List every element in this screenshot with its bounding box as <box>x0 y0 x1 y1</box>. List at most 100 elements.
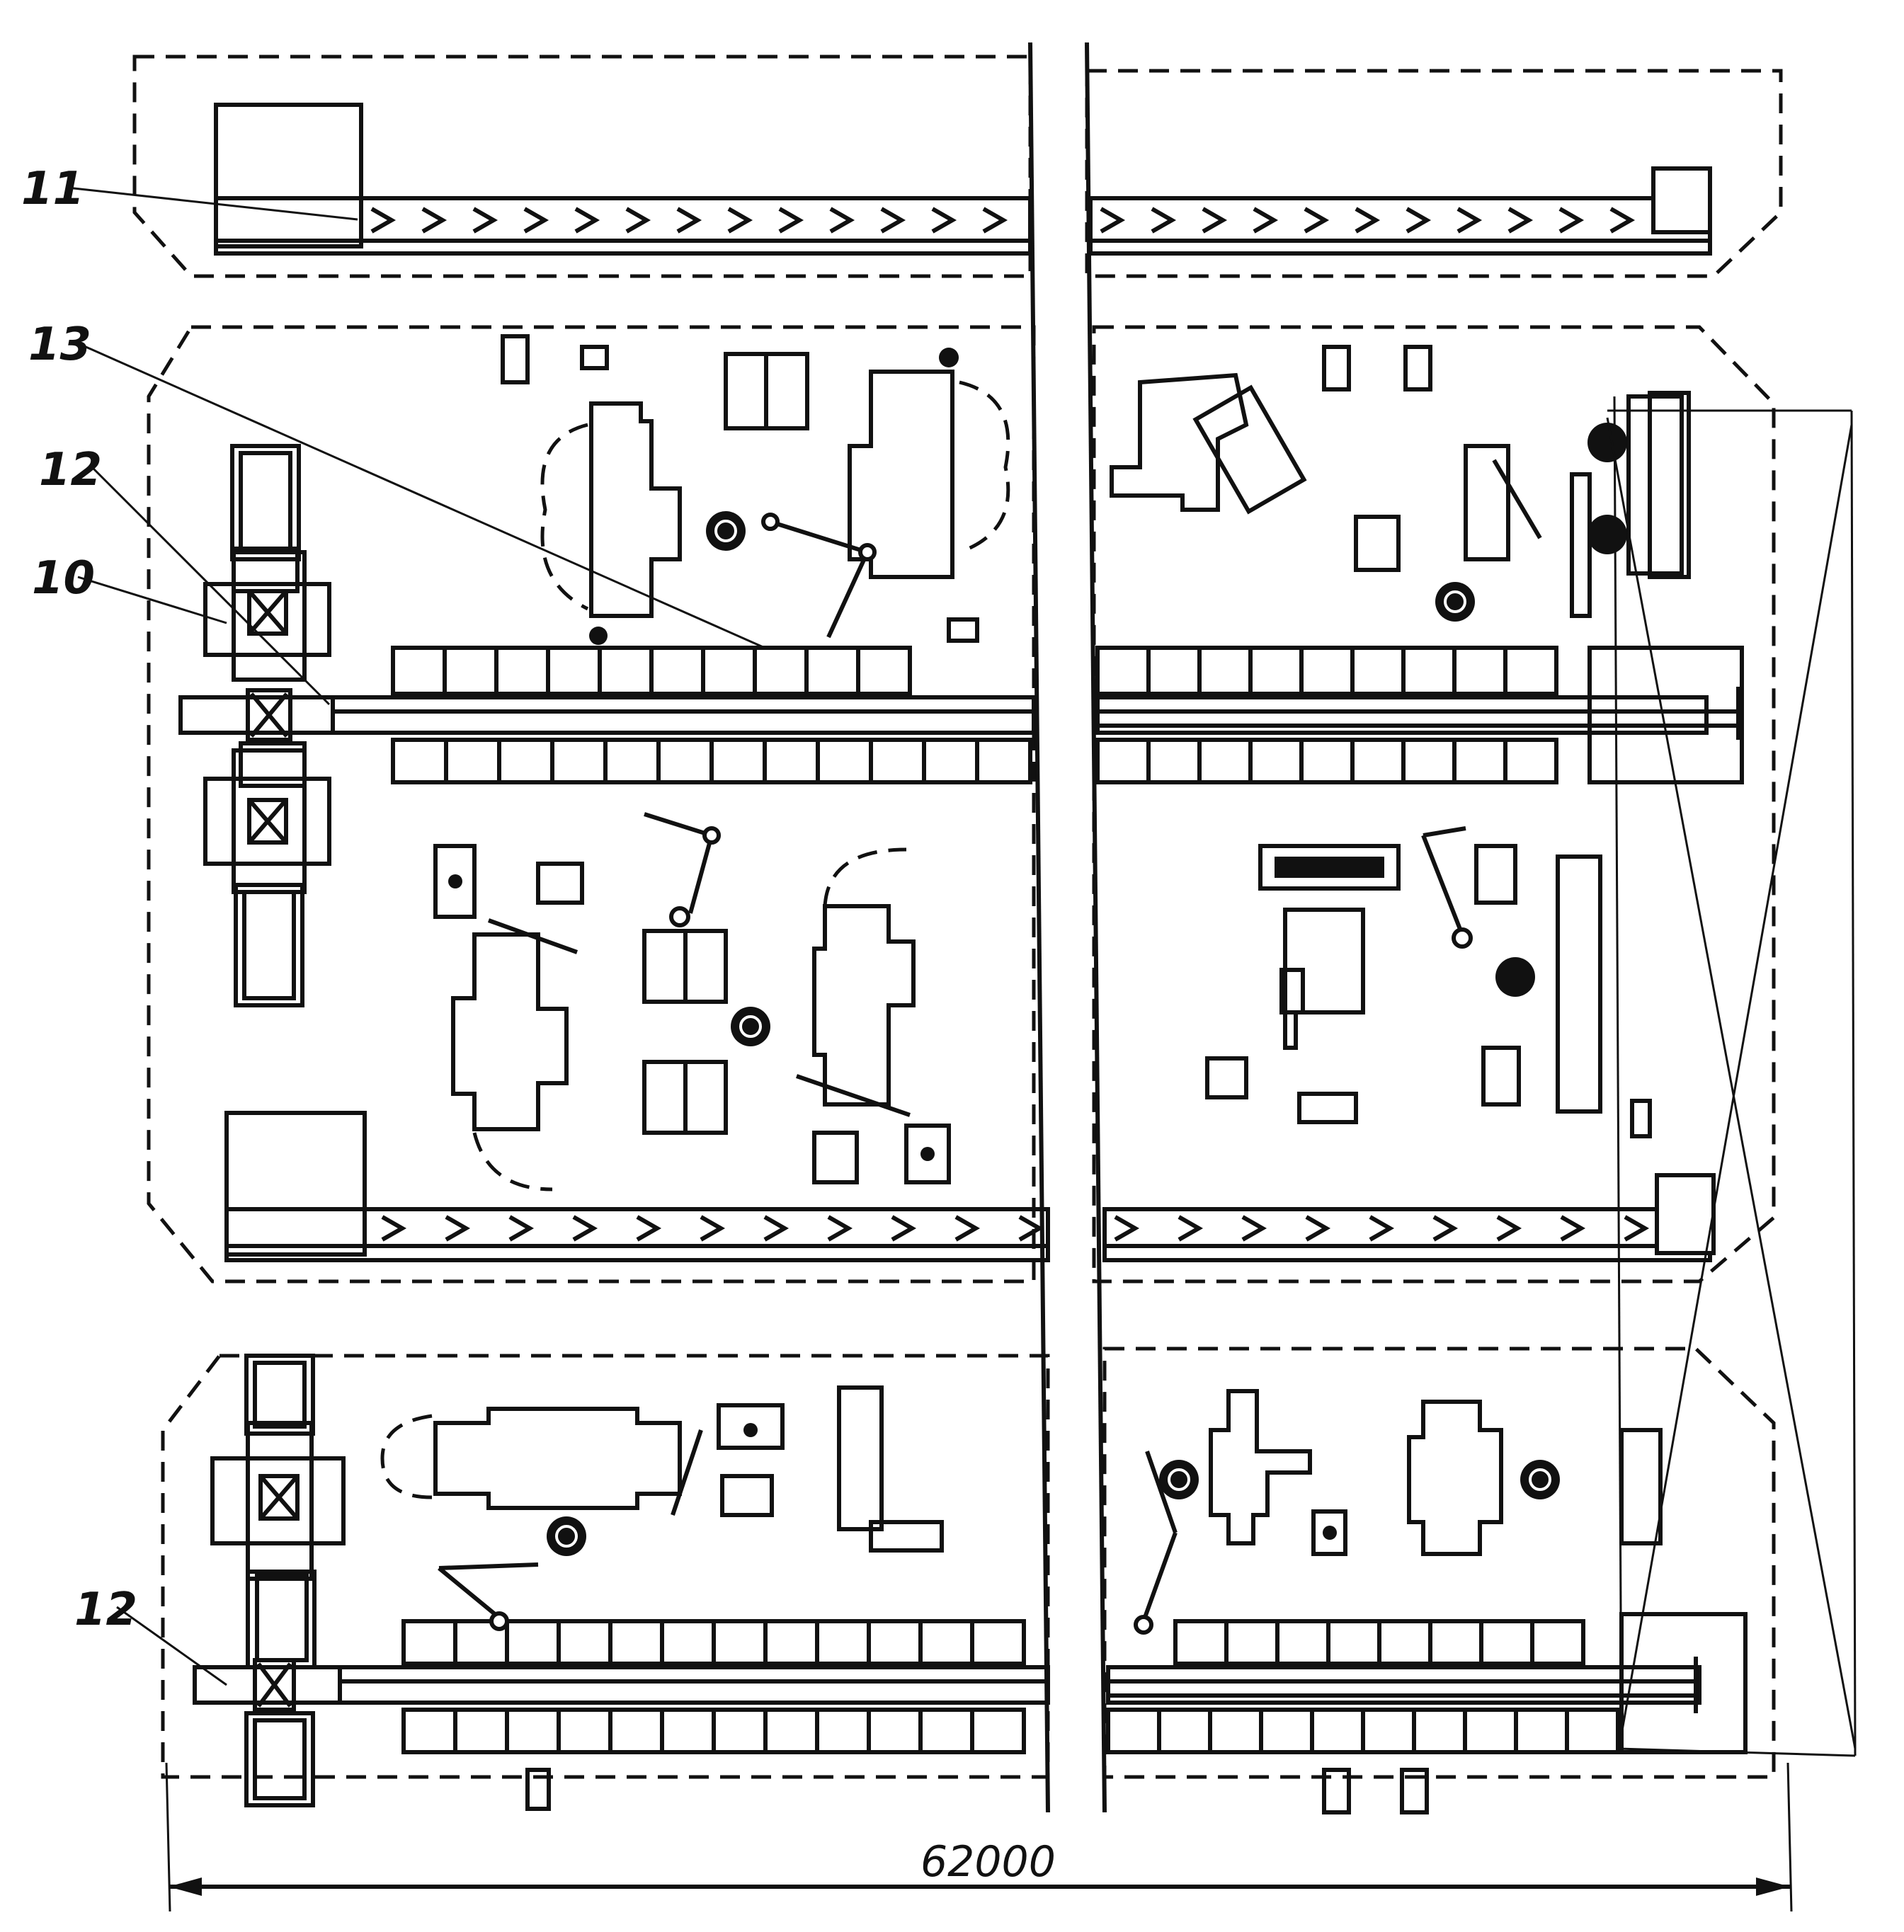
conveyor-chevron <box>954 1215 981 1242</box>
conveyor-chevron <box>931 207 957 234</box>
rack-cell <box>763 738 820 784</box>
rack-cell <box>709 738 767 784</box>
machines-bottom-right <box>1134 1389 1663 1814</box>
rack-cell <box>1503 646 1558 696</box>
rack-cell <box>1350 646 1406 696</box>
rack-cell <box>1361 1708 1416 1754</box>
conveyor-chevron <box>1560 1215 1586 1242</box>
column-lines <box>1028 42 1623 1813</box>
conveyor-chevron <box>778 207 804 234</box>
rack-cell <box>608 1708 664 1754</box>
rack-cell <box>918 1619 974 1666</box>
conveyor-chevron <box>1355 207 1381 234</box>
transfer-cart-upper <box>178 444 335 1007</box>
rack-cell <box>804 646 860 696</box>
rack-cell <box>1208 1708 1263 1754</box>
label-10: 10 <box>32 552 95 605</box>
rack-cell <box>1326 1619 1381 1666</box>
rack-cell <box>922 738 979 784</box>
rack-cell <box>1224 1619 1279 1666</box>
conveyor-chevron <box>827 1215 853 1242</box>
rack-cell <box>649 646 705 696</box>
zone-mid-right <box>1092 325 1776 1284</box>
rack-cell <box>1350 738 1406 784</box>
rack-cell <box>1401 738 1456 784</box>
conveyor-chevron <box>1151 207 1177 234</box>
rack-cell <box>557 1708 612 1754</box>
conveyor-chevron <box>572 1215 598 1242</box>
rack-cell <box>1248 646 1304 696</box>
machines-bottom-left <box>380 1385 944 1811</box>
conveyor-chevron <box>727 207 753 234</box>
rack-cell <box>598 646 654 696</box>
label-12-lower: 12 <box>74 1584 137 1636</box>
rack-cell <box>1173 1619 1229 1666</box>
conveyor-chevron <box>763 1215 789 1242</box>
storage-racks-mid <box>331 646 1744 784</box>
rack-cell <box>1275 1619 1330 1666</box>
conveyor-chevron <box>625 207 651 234</box>
rack-cell <box>497 738 554 784</box>
rack-cell <box>701 646 757 696</box>
rack-cell <box>1452 738 1507 784</box>
zone-bottom-left <box>161 1354 1050 1779</box>
conveyor-top-left <box>214 103 1032 256</box>
rack-cell <box>815 1708 871 1754</box>
rack-cell <box>856 646 912 696</box>
rack-cell <box>444 738 501 784</box>
rack-cell <box>815 1619 871 1666</box>
rack-cell <box>505 1619 561 1666</box>
conveyor-chevron <box>636 1215 662 1242</box>
conveyor-chevron <box>1558 207 1585 234</box>
dimension-width: 62000 <box>920 1837 1056 1887</box>
conveyor-chevron <box>1305 1215 1331 1242</box>
conveyor-chevron <box>1432 1215 1459 1242</box>
rack-cell <box>1452 646 1507 696</box>
rack-cell <box>550 738 608 784</box>
conveyor-chevron <box>1406 207 1432 234</box>
rack-cell <box>660 1619 716 1666</box>
rack-cell <box>608 1619 664 1666</box>
conveyor-chevron <box>1507 207 1534 234</box>
rack-cell <box>546 646 602 696</box>
conveyor-chevron <box>574 207 600 234</box>
conveyor-chevron <box>1253 207 1279 234</box>
rack-cell <box>1197 646 1253 696</box>
conveyor-chevron <box>829 207 855 234</box>
rack-cell <box>1146 646 1202 696</box>
rack-cell <box>712 1708 768 1754</box>
item-labels: 11 13 12 10 12 <box>21 163 765 1686</box>
rack-cell <box>867 1619 923 1666</box>
label-13: 13 <box>28 319 91 371</box>
conveyor-mid-left <box>224 1111 1050 1262</box>
rack-cell <box>970 1619 1026 1666</box>
conveyor-chevron <box>1241 1215 1267 1242</box>
rack-cell <box>1514 1708 1569 1754</box>
rack-cell <box>1565 1708 1620 1754</box>
rack-cell <box>494 646 550 696</box>
conveyor-chevron <box>982 207 1008 234</box>
rack-cell <box>505 1708 561 1754</box>
conveyor-chevron <box>381 1215 407 1242</box>
rack-cell <box>712 1619 768 1666</box>
overall-dimension: 62000 <box>165 1762 1793 1912</box>
rack-cell <box>1095 738 1151 784</box>
conveyor-chevron <box>1624 1215 1650 1242</box>
conveyor-chevron <box>1202 207 1228 234</box>
conveyor-chevron <box>676 207 702 234</box>
conveyor-chevron <box>370 207 397 234</box>
rack-cell <box>656 738 714 784</box>
rack-cell <box>660 1708 716 1754</box>
rack-cell <box>1299 738 1355 784</box>
rack-cell <box>869 738 926 784</box>
zone-top-left <box>132 55 1032 278</box>
rack-cell <box>1530 1619 1585 1666</box>
stacker-crane-frame <box>1606 409 1857 1757</box>
conveyor-chevron <box>508 1215 535 1242</box>
rack-cell <box>401 1619 457 1666</box>
conveyor-chevron <box>523 207 549 234</box>
rack-cell <box>1106 1708 1161 1754</box>
machines-mid-right <box>1110 345 1691 1138</box>
